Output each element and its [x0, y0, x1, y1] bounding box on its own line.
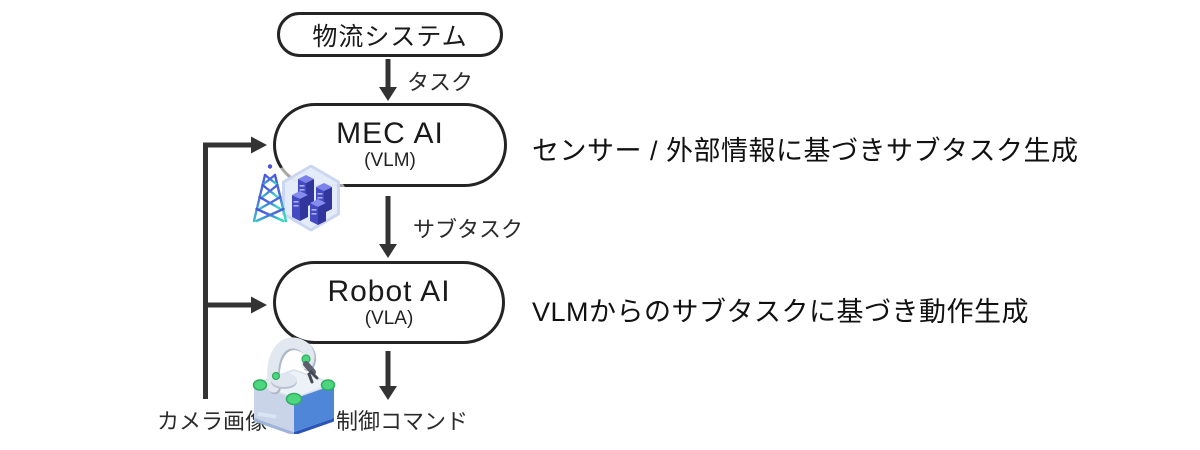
- camera-feedback-arrow: [203, 136, 267, 399]
- robot-ai-title: Robot AI: [327, 274, 451, 308]
- logistics-system-label: 物流システム: [312, 22, 468, 51]
- control-command-arrow: [379, 351, 397, 400]
- subtask-arrow: [379, 196, 397, 258]
- camera-image-edge-label: カメラ画像: [157, 409, 268, 434]
- mec-ai-title: MEC AI: [336, 117, 444, 150]
- robot-ai-subtitle: (VLA): [364, 307, 414, 329]
- node-mec-ai: MEC AI (VLM): [273, 103, 507, 187]
- task-arrow: [379, 59, 397, 101]
- robot-arm-icon: [246, 312, 342, 436]
- mec-ai-subtitle: (VLM): [364, 150, 416, 171]
- tower-server-icon: [248, 161, 348, 233]
- mec-ai-annotation: センサー / 外部情報に基づきサブタスク生成: [532, 136, 1079, 166]
- robot-ai-annotation: VLMからのサブタスクに基づき動作生成: [532, 297, 1030, 327]
- control-command-edge-label: 制御コマンド: [336, 409, 469, 434]
- task-edge-label: タスク: [407, 70, 474, 95]
- node-logistics-system: 物流システム: [277, 12, 503, 57]
- subtask-edge-label: サブタスク: [413, 217, 524, 242]
- node-robot-ai: Robot AI (VLA): [273, 261, 505, 344]
